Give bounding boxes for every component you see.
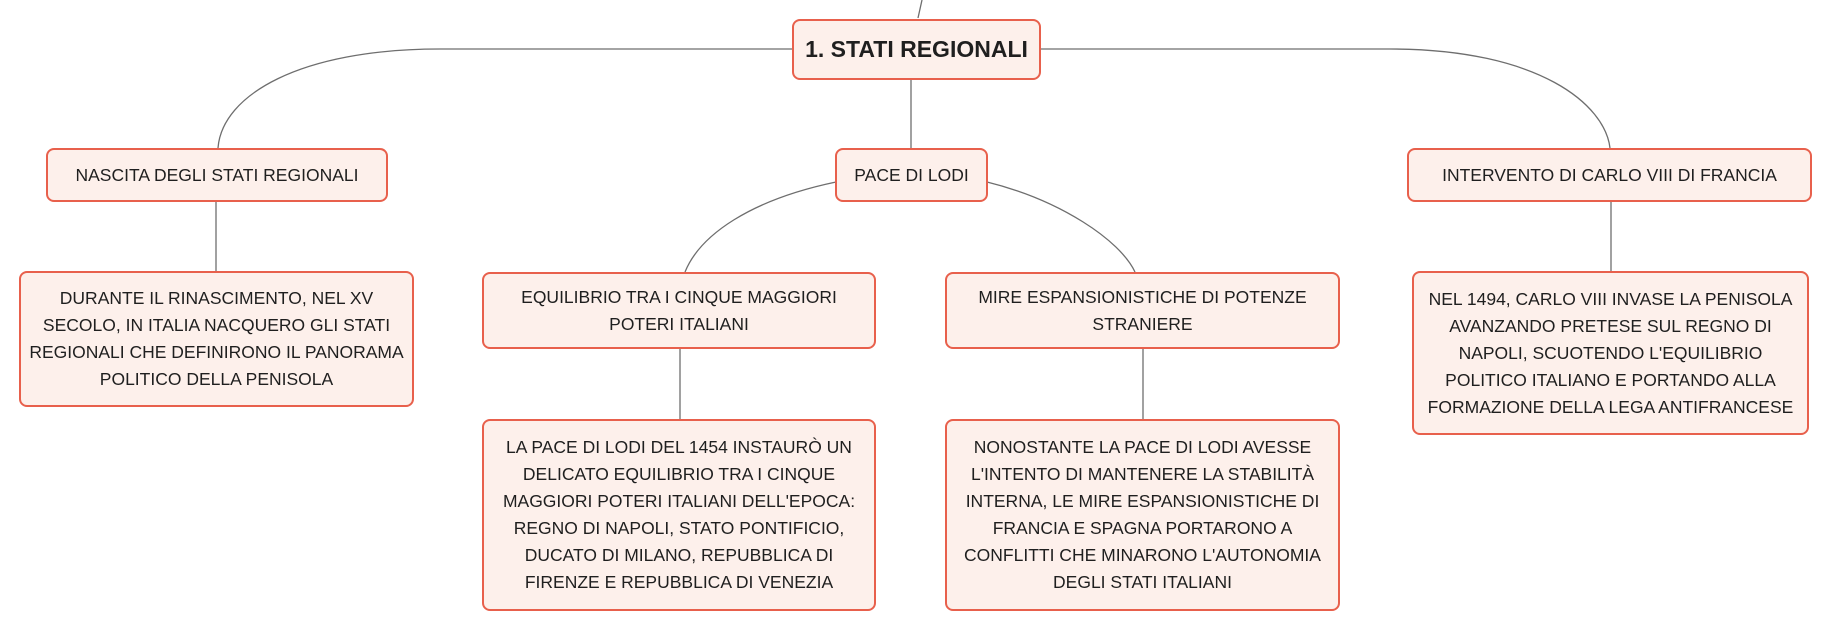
node-label: INTERVENTO DI CARLO VIII DI FRANCIA [1442, 164, 1777, 185]
node-label: NONOSTANTE LA PACE DI LODI AVESSE L'INTE… [964, 437, 1321, 592]
node-label: DURANTE IL RINASCIMENTO, NEL XV SECOLO, … [29, 288, 404, 389]
node-label: NASCITA DEGLI STATI REGIONALI [75, 164, 359, 185]
node-equilibrio-detail[interactable]: LA PACE DI LODI DEL 1454 INSTAURÒ UN DEL… [482, 419, 876, 611]
node-label: LA PACE DI LODI DEL 1454 INSTAURÒ UN DEL… [502, 437, 856, 592]
node-pace-di-lodi[interactable]: PACE DI LODI [835, 148, 988, 202]
root-label: 1. STATI REGIONALI [805, 36, 1028, 62]
node-intervento-carlo-viii[interactable]: INTERVENTO DI CARLO VIII DI FRANCIA [1407, 148, 1812, 202]
node-label: PACE DI LODI [854, 164, 969, 185]
connector-root-to-nascita [217, 48, 792, 149]
node-label: EQUILIBRIO TRA I CINQUE MAGGIORI POTERI … [521, 286, 837, 334]
node-nascita-stati-regionali[interactable]: NASCITA DEGLI STATI REGIONALI [46, 148, 388, 202]
connector-pace-to-mire [986, 181, 1136, 273]
node-mire-espansionistiche[interactable]: MIRE ESPANSIONISTICHE DI POTENZE STRANIE… [945, 272, 1340, 349]
node-label: MIRE ESPANSIONISTICHE DI POTENZE STRANIE… [978, 286, 1307, 334]
node-nascita-detail[interactable]: DURANTE IL RINASCIMENTO, NEL XV SECOLO, … [19, 271, 414, 407]
node-carlo-detail[interactable]: NEL 1494, CARLO VIII INVASE LA PENISOLA … [1412, 271, 1809, 435]
connector-root-to-carlo [1041, 48, 1611, 149]
node-label: NEL 1494, CARLO VIII INVASE LA PENISOLA … [1427, 288, 1794, 417]
root-node[interactable]: 1. STATI REGIONALI [792, 19, 1041, 80]
node-mire-detail[interactable]: NONOSTANTE LA PACE DI LODI AVESSE L'INTE… [945, 419, 1340, 611]
connector-pace-to-equilibrio [684, 181, 837, 273]
connector-root-incoming [917, 0, 923, 19]
node-equilibrio[interactable]: EQUILIBRIO TRA I CINQUE MAGGIORI POTERI … [482, 272, 876, 349]
